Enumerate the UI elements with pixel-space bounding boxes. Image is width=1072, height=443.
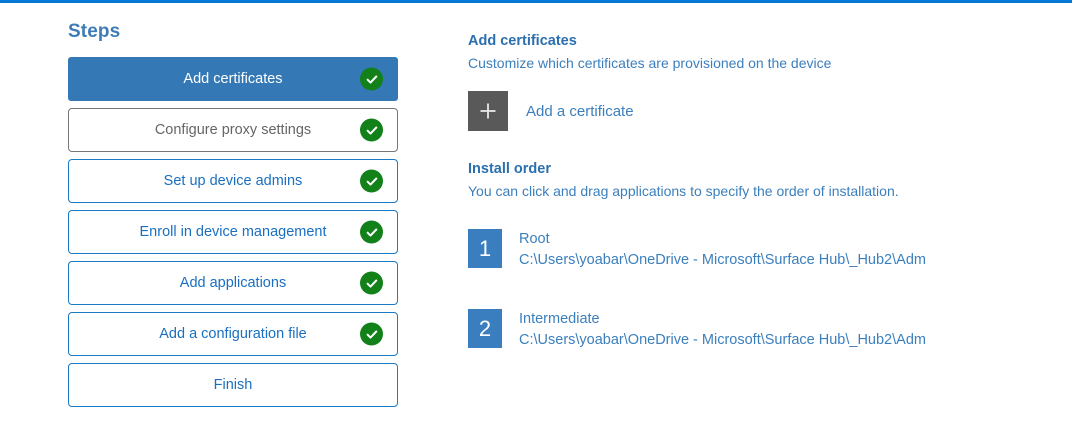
- add-certificates-section: Add certificates Customize which certifi…: [468, 33, 1072, 131]
- step-item-label: Finish: [213, 377, 253, 393]
- step-item-3[interactable]: Set up device admins: [68, 159, 398, 203]
- top-accent-bar: [0, 0, 1072, 3]
- step-completed-check-icon: [360, 271, 383, 295]
- step-item-label: Configure proxy settings: [154, 122, 312, 138]
- step-completed-check-icon: [360, 169, 383, 193]
- install-order-section: Install order You can click and drag app…: [468, 161, 1072, 351]
- step-item-6[interactable]: Add a configuration file: [68, 312, 398, 356]
- plus-icon: [478, 101, 498, 121]
- step-completed-check-icon: [360, 220, 383, 244]
- step-completed-check-icon: [360, 67, 383, 91]
- steps-heading: Steps: [68, 21, 121, 42]
- step-item-5[interactable]: Add applications: [68, 261, 398, 305]
- install-order-heading: Install order: [468, 161, 551, 177]
- step-completed-check-icon: [360, 118, 383, 142]
- add-certificate-row[interactable]: Add a certificate: [468, 91, 1072, 131]
- step-item-label: Enroll in device management: [139, 224, 327, 240]
- install-order-number-badge: 1: [468, 229, 502, 268]
- step-item-label: Add a configuration file: [159, 326, 307, 342]
- add-certificate-button[interactable]: [468, 91, 508, 131]
- step-item-2[interactable]: Configure proxy settings: [68, 108, 398, 152]
- install-order-name: Intermediate: [519, 311, 600, 328]
- step-item-label: Add certificates: [183, 71, 283, 87]
- detail-pane: Add certificates Customize which certifi…: [460, 3, 1072, 389]
- install-order-name: Root: [519, 231, 550, 247]
- install-order-path: C:\Users\yoabar\OneDrive - Microsoft\Sur…: [519, 252, 926, 269]
- add-certificates-heading: Add certificates: [468, 33, 577, 49]
- add-certificate-label[interactable]: Add a certificate: [526, 102, 634, 120]
- install-order-subtitle: You can click and drag applications to s…: [468, 183, 899, 199]
- step-item-7[interactable]: Finish: [68, 363, 398, 407]
- step-completed-check-icon: [360, 322, 383, 346]
- step-item-label: Add applications: [179, 275, 287, 291]
- step-item-label: Set up device admins: [163, 173, 303, 189]
- step-item-4[interactable]: Enroll in device management: [68, 210, 398, 254]
- step-item-1[interactable]: Add certificates: [68, 57, 398, 101]
- add-certificates-subtitle: Customize which certificates are provisi…: [468, 55, 832, 71]
- install-order-path: C:\Users\yoabar\OneDrive - Microsoft\Sur…: [519, 332, 926, 349]
- install-order-number-badge: 2: [468, 309, 502, 349]
